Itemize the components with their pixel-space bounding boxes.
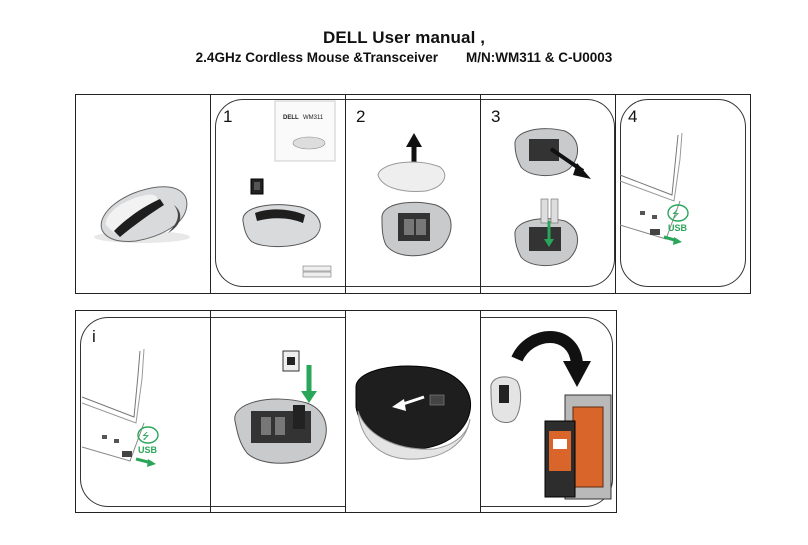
usb-label: USB — [138, 445, 158, 455]
step-3-number: 3 — [491, 107, 501, 126]
step-1-number: 1 — [223, 107, 233, 126]
carry-bag-panel — [481, 311, 616, 512]
document-subtitle: 2.4GHz Cordless Mouse &Transceiver M/N:WM… — [0, 50, 808, 65]
instruction-row-1: 1 DELL WM311 2 3 — [75, 94, 751, 294]
usb-symbol-icon: ⭍ — [672, 209, 680, 220]
usb-symbol-icon: ⭍ — [142, 431, 150, 442]
product-overview-panel — [76, 95, 211, 293]
arrow-up-icon — [406, 133, 422, 147]
power-switch-panel — [346, 311, 481, 512]
info-step-marker: i — [92, 327, 96, 346]
package-contents-illustration: DELL WM311 — [242, 100, 336, 278]
step-4-panel: 4 ⭍ USB — [616, 95, 752, 293]
instruction-row-2: i ⭍ USB — [75, 310, 617, 513]
remove-usb-illustration: ⭍ USB — [81, 348, 159, 467]
info-panel: i ⭍ USB — [76, 311, 211, 512]
mouse-underside-illustration — [355, 365, 472, 460]
store-transceiver-illustration — [234, 350, 327, 464]
step-1-panel: 1 DELL WM311 — [211, 95, 346, 293]
curved-arrow-icon — [563, 361, 591, 387]
arrow-down-icon — [301, 391, 317, 403]
arrow-diagonal-icon — [573, 163, 591, 179]
mouse-illustration — [94, 186, 190, 243]
store-transceiver-panel — [211, 311, 346, 512]
model-number: M/N:WM311 & C-U0003 — [466, 50, 613, 65]
step-4-number: 4 — [628, 107, 638, 126]
install-batteries-illustration — [514, 128, 591, 266]
step-3-panel: 3 — [481, 95, 616, 293]
document-title: DELL User manual , — [322, 28, 486, 47]
box-model-text: WM311 — [303, 115, 324, 121]
arrow-left-icon — [392, 399, 406, 411]
store-in-bag-illustration — [490, 331, 612, 500]
step-2-number: 2 — [356, 107, 366, 126]
usb-label: USB — [668, 223, 688, 233]
box-brand-text: DELL — [283, 115, 299, 121]
plug-usb-illustration: ⭍ USB — [619, 132, 689, 245]
product-name: 2.4GHz Cordless Mouse &Transceiver — [195, 50, 439, 65]
step-2-panel: 2 — [346, 95, 481, 293]
remove-cover-illustration — [377, 133, 452, 257]
